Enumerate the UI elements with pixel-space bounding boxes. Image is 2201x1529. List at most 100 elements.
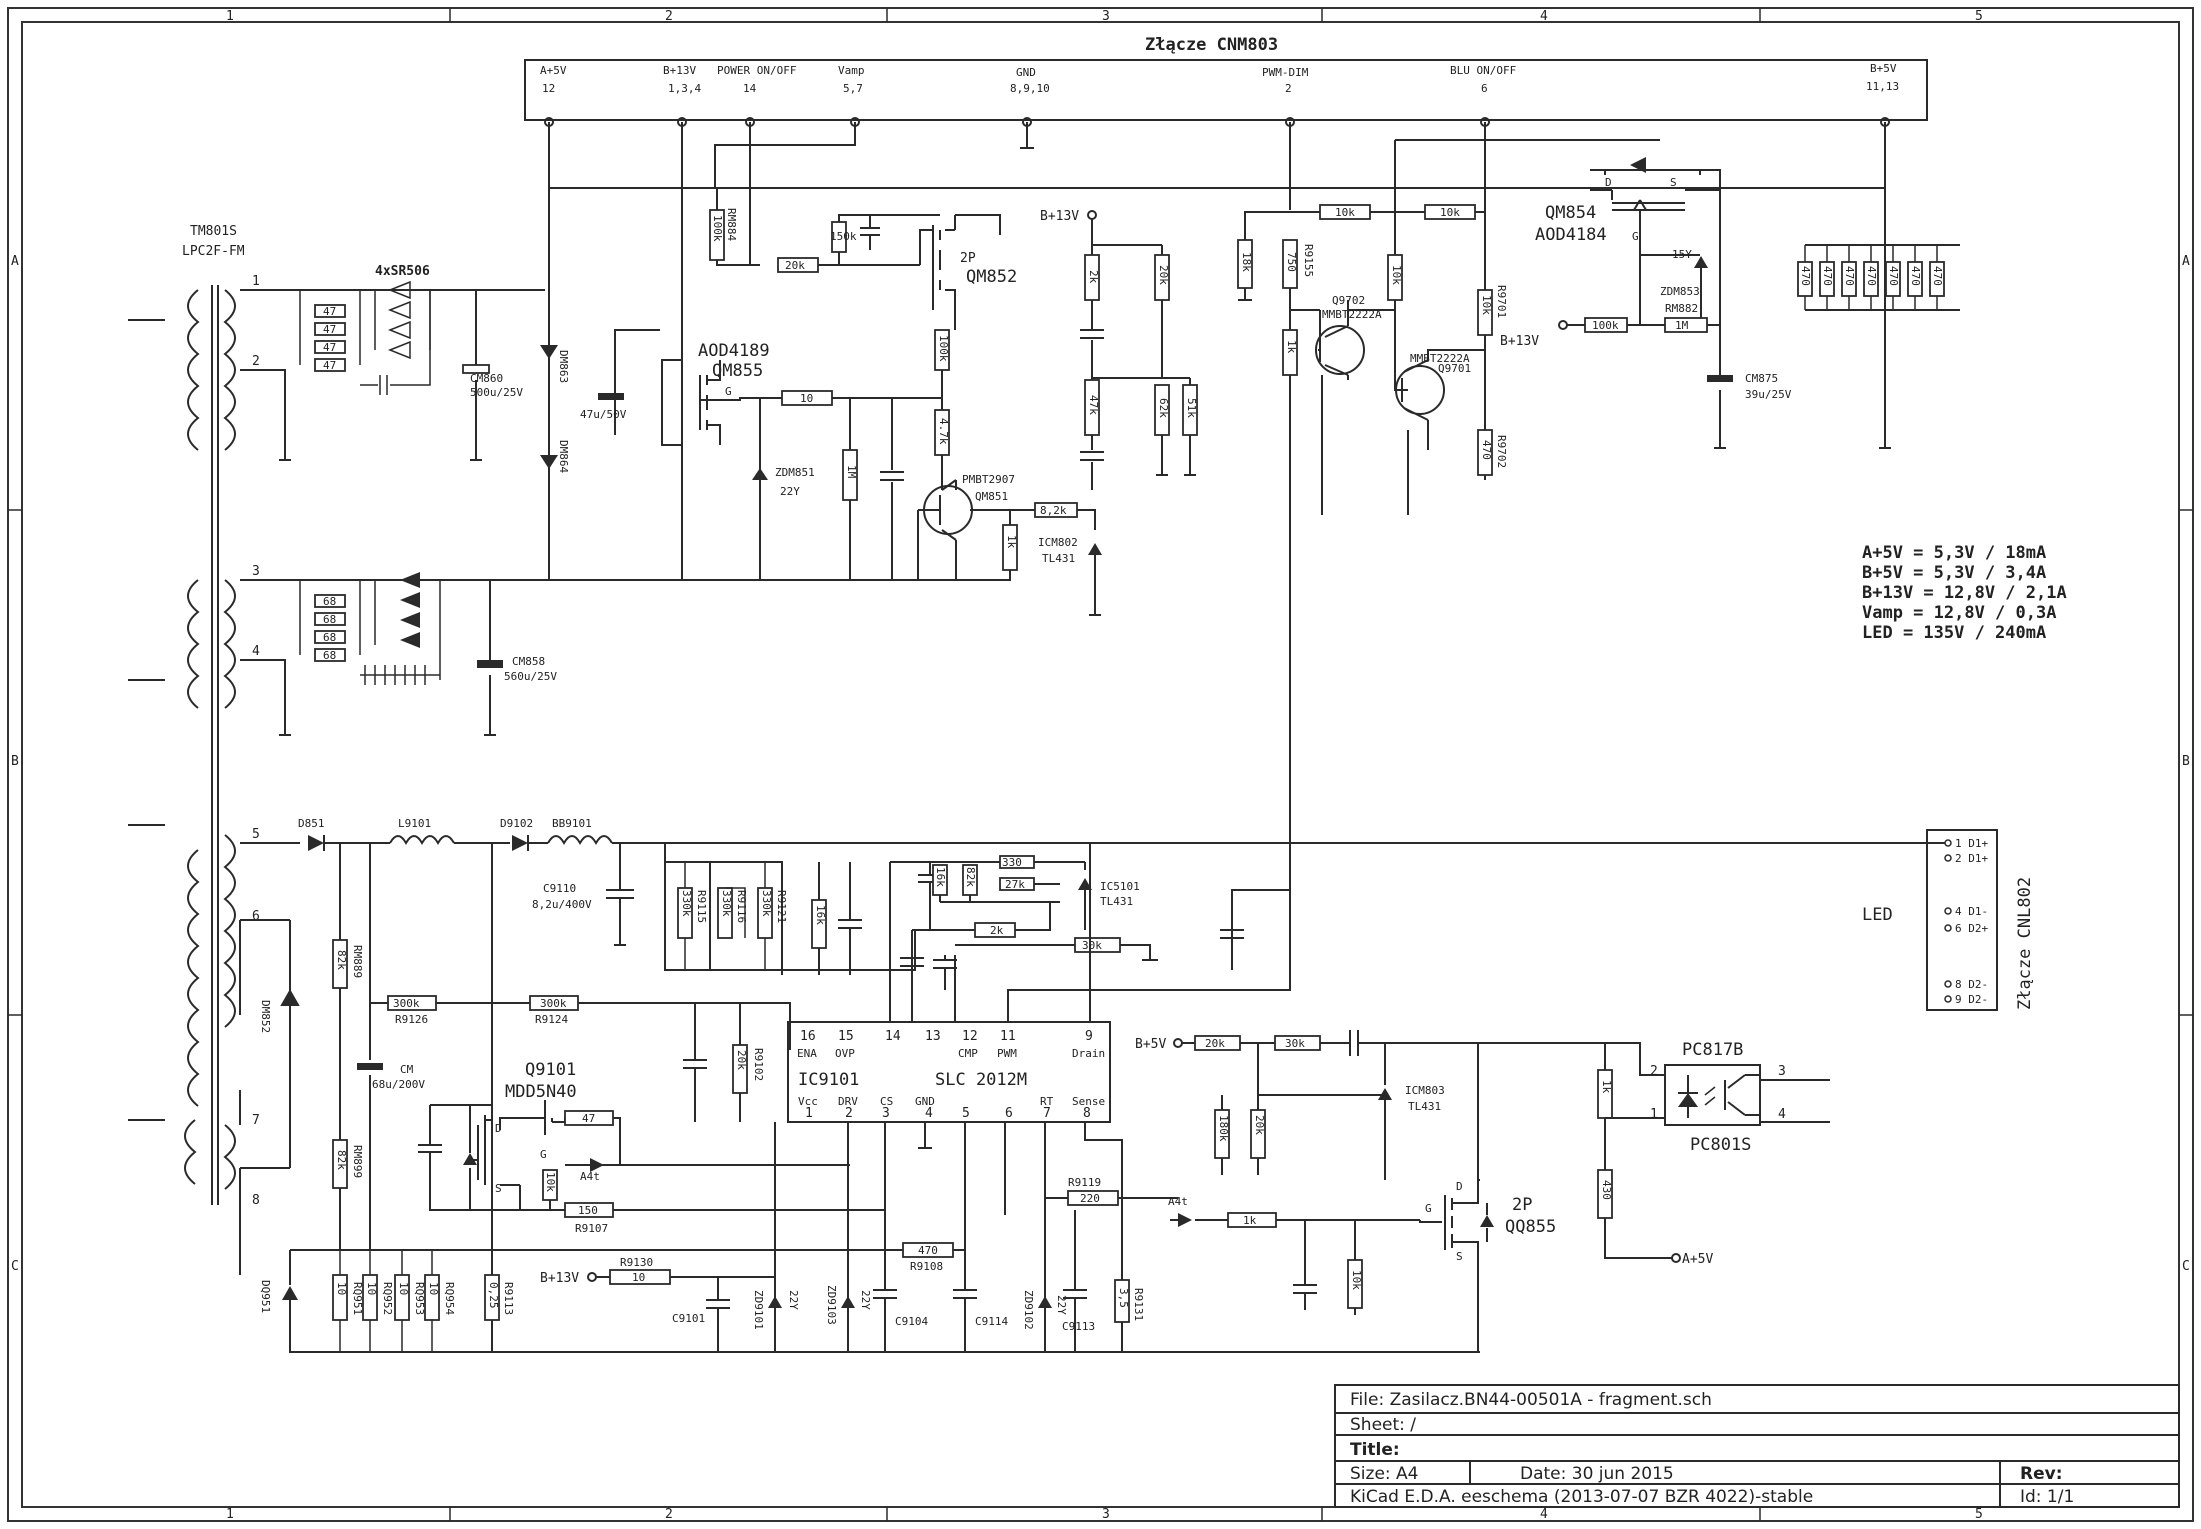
ic-pin-12-f: CMP xyxy=(958,1047,978,1060)
rm884-label: RM884 xyxy=(725,208,738,241)
q9101-label: Q9101 xyxy=(525,1060,576,1080)
r9126-label: R9126 xyxy=(395,1013,428,1026)
ic-pin-4: 4 xyxy=(925,1106,933,1121)
note-b5v: B+5V = 5,3V / 3,4A xyxy=(1862,563,2046,583)
qq855-s: S xyxy=(1456,1250,1463,1263)
r4k7-label: 4.7k xyxy=(937,418,950,445)
cm858-cap xyxy=(477,660,503,668)
pin-vamp-name: Vamp xyxy=(838,64,865,77)
zone-row-c-right: C xyxy=(2182,1259,2190,1274)
pin-vamp-num: 5,7 xyxy=(843,82,863,95)
r20k-b: 20k xyxy=(1157,265,1170,285)
pin-a5v-num: 12 xyxy=(542,82,555,95)
zd9101-label: ZD9101 xyxy=(752,1290,765,1330)
zone-row-b-right: B xyxy=(2182,754,2190,769)
tm-pin-3: 3 xyxy=(252,564,260,579)
pin-power-name: POWER ON/OFF xyxy=(717,64,796,77)
r9130-label: R9130 xyxy=(620,1256,653,1269)
qq855-d: D xyxy=(1456,1180,1463,1193)
r47-a: 47 xyxy=(323,305,336,318)
r9113-label: R9113 xyxy=(502,1282,515,1315)
note-a5v: A+5V = 5,3V / 18mA xyxy=(1862,543,2046,563)
r9155-label: R9155 xyxy=(1302,244,1315,277)
pc-pin-3: 3 xyxy=(1778,1064,1786,1079)
b13v-switch: 100k RM884 20k 150k 2P QM852 100k 4.7k xyxy=(549,122,1885,580)
q9701-label: Q9701 xyxy=(1438,362,1471,375)
zd9101-val: 22Y xyxy=(787,1290,800,1310)
r300k-a: 300k xyxy=(393,997,420,1010)
cm-label: CM xyxy=(400,1063,414,1076)
outer-frame xyxy=(7,7,2194,1522)
vamp-divider: B+13V 2k 47k 20k 62k 51k xyxy=(1040,209,1198,490)
tm-pin-1: 1 xyxy=(252,274,260,289)
zone-col-5-top: 5 xyxy=(1975,9,1983,24)
qm854-g: G xyxy=(1632,230,1639,243)
zone-col-1-top: 1 xyxy=(226,9,234,24)
ic5101-type: TL431 xyxy=(1100,895,1133,908)
ic-pin-1: 1 xyxy=(805,1106,813,1121)
ic-pin-11-f: PWM xyxy=(997,1047,1017,1060)
rm882-label: RM882 xyxy=(1665,302,1698,315)
tm-pin-5: 5 xyxy=(252,827,260,842)
cnl-pin-4: 4 D1- xyxy=(1955,905,1988,918)
pin-gnd-name: GND xyxy=(1016,66,1036,79)
zdm853-label: ZDM853 xyxy=(1660,285,1700,298)
r100k-c: 100k xyxy=(1592,319,1619,332)
r430-label: 430 xyxy=(1600,1180,1613,1200)
cnl-pin-2: 2 D1+ xyxy=(1955,852,1988,865)
ic-pin-15: 15 xyxy=(838,1029,854,1044)
note-b13v: B+13V = 12,8V / 2,1A xyxy=(1862,583,2067,603)
rq953-label: RQ953 xyxy=(413,1282,426,1315)
r470-d: 470 xyxy=(1865,266,1878,286)
q9701-type: MMBT2222A xyxy=(1410,352,1470,365)
rectifier-b13v: 68 68 68 68 CM858 560u/25V xyxy=(240,572,1010,736)
qq855-g: G xyxy=(1425,1202,1432,1215)
r470-b: 470 xyxy=(1821,266,1834,286)
rq952-val: 10 xyxy=(365,1282,378,1295)
r9115-label: R9115 xyxy=(695,890,708,923)
qm852-type: 2P xyxy=(960,251,976,266)
qq855-type: 2P xyxy=(1512,1195,1532,1215)
q9101-d: D xyxy=(495,1122,502,1135)
tb-rev: Rev: xyxy=(2020,1464,2063,1484)
cnl-pin-9: 9 D2- xyxy=(1955,993,1988,1006)
r150k-label: 150k xyxy=(830,230,857,243)
ic-pin-3-f: CS xyxy=(880,1095,893,1108)
r30k-a: 30k xyxy=(1082,939,1102,952)
zone-col-2-top: 2 xyxy=(665,9,673,24)
r8k2-label: 8,2k xyxy=(1040,504,1067,517)
b13v-bottom: B+13V xyxy=(540,1271,579,1286)
d851-label: D851 xyxy=(298,817,325,830)
zone-col-3-bot: 3 xyxy=(1102,1507,1110,1522)
c9113-label: C9113 xyxy=(1062,1320,1095,1333)
ic-pin-8-f: Sense xyxy=(1072,1095,1105,1108)
rq951-label: RQ951 xyxy=(351,1282,364,1315)
r330k-3: 330k xyxy=(760,890,773,917)
ic9101-feedback: 16k 82k 330 27k IC5101 TL431 2k 30k xyxy=(889,855,1291,1022)
note-led: LED = 135V / 240mA xyxy=(1862,623,2046,643)
ic-pin-4-f: GND xyxy=(915,1095,935,1108)
ic-pin-12: 12 xyxy=(962,1029,978,1044)
cnl-pin-6: 6 D2+ xyxy=(1955,922,1988,935)
ic-pin-7-f: RT xyxy=(1040,1095,1054,1108)
zd9103-label: ZD9103 xyxy=(825,1285,838,1325)
title-block: File: Zasilacz.BN44-00501A - fragment.sc… xyxy=(1334,1384,2180,1508)
r68-c: 68 xyxy=(323,631,336,644)
cm860-val: 500u/25V xyxy=(470,386,523,399)
zone-col-4-bot: 4 xyxy=(1540,1507,1548,1522)
r68-b: 68 xyxy=(323,613,336,626)
r10k-e: 10k xyxy=(1350,1270,1363,1290)
tm-pin-2: 2 xyxy=(252,354,260,369)
q9702-label: Q9702 xyxy=(1332,294,1365,307)
cnl-pin-1: 1 D1+ xyxy=(1955,837,1988,850)
ic-pin-16: 16 xyxy=(800,1029,816,1044)
cnl-pin-8: 8 D2- xyxy=(1955,978,1988,991)
r025-label: 0,25 xyxy=(487,1282,500,1309)
tb-title: Title: xyxy=(1350,1440,1400,1460)
r51k-label: 51k xyxy=(1185,398,1198,418)
r62k-label: 62k xyxy=(1157,398,1170,418)
qm851-label: QM851 xyxy=(975,490,1008,503)
r2k-b: 2k xyxy=(990,924,1004,937)
ic-pin-15-f: OVP xyxy=(835,1047,855,1060)
pin-a5v-name: A+5V xyxy=(540,64,567,77)
